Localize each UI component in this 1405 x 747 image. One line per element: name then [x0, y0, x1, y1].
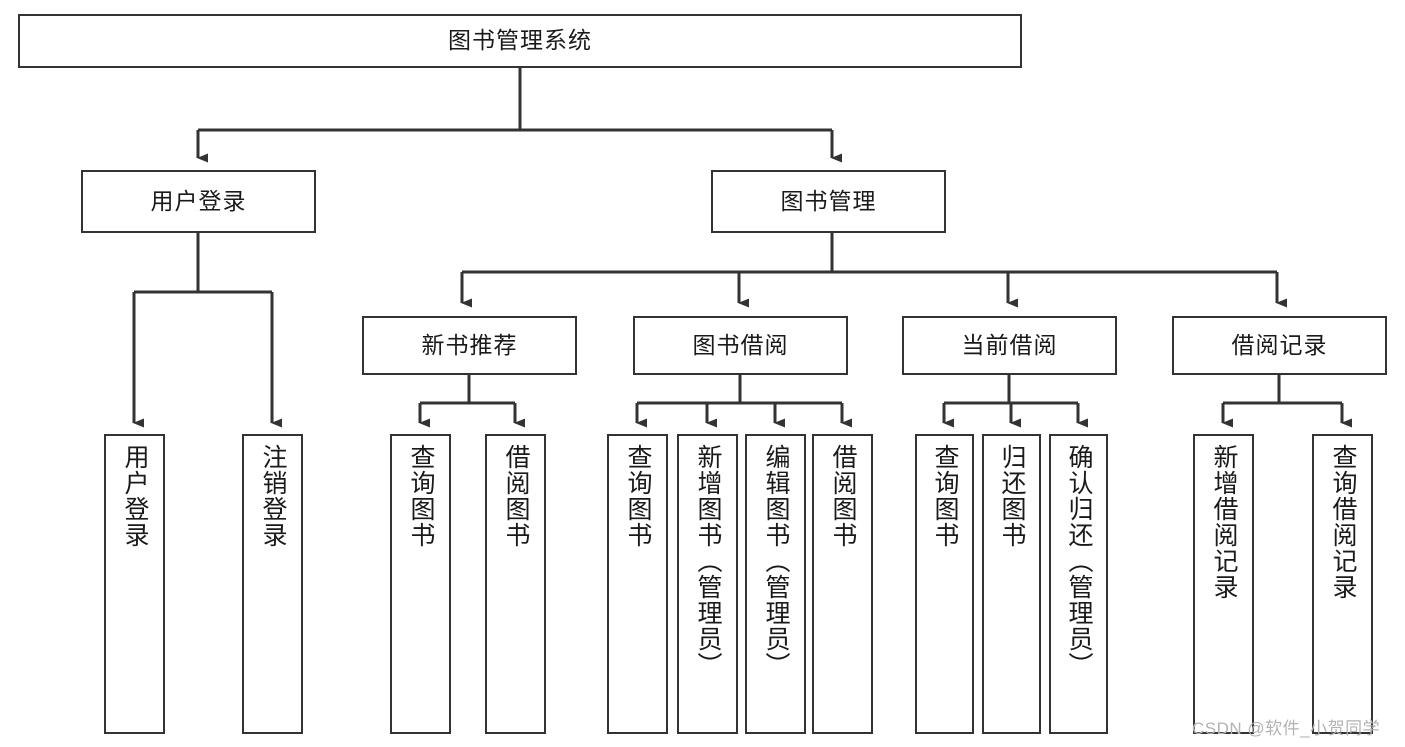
node-label: 当前借阅	[961, 331, 1058, 358]
node-label: 确认归还（管理员）	[1065, 444, 1093, 678]
edges-bookmgmt-to-level3	[460, 233, 1287, 308]
leaf-current-borrow-return[interactable]: 归还图书	[982, 434, 1041, 734]
node-book-management[interactable]: 图书管理	[711, 170, 946, 233]
edges-borrowrecord-to-leaves	[1221, 375, 1352, 428]
edges-bookborrow-to-leaves	[635, 375, 852, 428]
leaf-current-borrow-query[interactable]: 查询图书	[915, 434, 974, 734]
node-user-login[interactable]: 用户登录	[81, 170, 316, 233]
leaf-book-borrow-edit[interactable]: 编辑图书（管理员）	[745, 434, 806, 734]
leaf-book-borrow-add[interactable]: 新增图书（管理员）	[677, 434, 738, 734]
leaf-book-borrow-query[interactable]: 查询图书	[607, 434, 668, 734]
node-label: 查询图书	[407, 444, 435, 548]
leaf-user-login-logout[interactable]: 注销登录	[242, 434, 303, 734]
node-label: 用户登录	[150, 187, 247, 214]
node-label: 查询图书	[931, 444, 959, 548]
leaf-user-login-login[interactable]: 用户登录	[104, 434, 165, 734]
node-label: 用户登录	[121, 444, 149, 548]
node-label: 借阅图书	[829, 444, 857, 548]
node-label: 查询图书	[624, 444, 652, 548]
leaf-book-borrow-borrow[interactable]: 借阅图书	[812, 434, 873, 734]
node-label: 借阅记录	[1231, 331, 1328, 358]
node-label: 归还图书	[998, 444, 1026, 548]
node-root-system[interactable]: 图书管理系统	[18, 14, 1022, 68]
edges-root-to-level2	[196, 68, 842, 163]
node-label: 注销登录	[259, 444, 287, 548]
node-label: 查询借阅记录	[1329, 444, 1357, 600]
watermark-text: CSDN @软件_小贺同学	[1192, 719, 1381, 738]
node-label: 借阅图书	[502, 444, 530, 548]
node-label: 新增图书（管理员）	[694, 444, 722, 678]
edges-currentborrow-to-leaves	[942, 375, 1088, 428]
edges-userlogin-to-leaves	[132, 233, 282, 428]
leaf-borrow-record-query[interactable]: 查询借阅记录	[1312, 434, 1373, 734]
node-label: 图书管理系统	[448, 27, 592, 54]
leaf-borrow-record-add[interactable]: 新增借阅记录	[1193, 434, 1254, 734]
node-label: 新增借阅记录	[1210, 444, 1238, 600]
node-new-book-recommend[interactable]: 新书推荐	[362, 316, 577, 375]
node-book-borrow[interactable]: 图书借阅	[633, 316, 848, 375]
edges-newbook-to-leaves	[418, 375, 525, 428]
node-label: 图书管理	[780, 187, 877, 214]
node-current-borrow[interactable]: 当前借阅	[902, 316, 1117, 375]
node-label: 编辑图书（管理员）	[762, 444, 790, 678]
node-borrow-record[interactable]: 借阅记录	[1172, 316, 1387, 375]
node-label: 图书借阅	[692, 331, 789, 358]
leaf-new-book-borrow[interactable]: 借阅图书	[485, 434, 546, 734]
node-label: 新书推荐	[421, 331, 518, 358]
leaf-new-book-query[interactable]: 查询图书	[390, 434, 451, 734]
leaf-current-borrow-confirm-return[interactable]: 确认归还（管理员）	[1049, 434, 1108, 734]
